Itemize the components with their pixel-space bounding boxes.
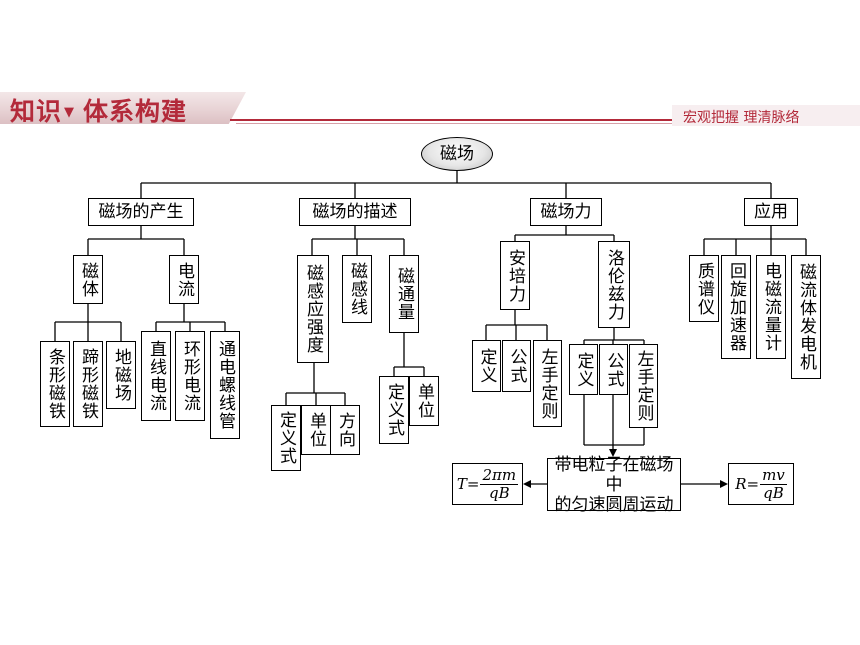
node-circular-motion-line2: 的匀速圆周运动: [554, 494, 674, 515]
node-flux-definition-label: 定义式: [384, 383, 404, 437]
node-lorentz-formula-label: 公式: [603, 351, 624, 388]
node-circular-motion-line1: 带电粒子在磁场中: [554, 454, 674, 495]
node-circular-motion: 带电粒子在磁场中 的匀速圆周运动: [547, 454, 681, 515]
node-lorentz-definition-label: 定义: [573, 351, 594, 388]
node-mass-spectrometer: 质谱仪: [689, 255, 719, 322]
header-rule: [230, 119, 860, 121]
node-current: 电流: [169, 255, 199, 304]
node-induction-definition: 定义式: [271, 405, 301, 471]
node-induction-unit-label: 单位: [306, 412, 326, 448]
node-induction: 磁感应强度: [297, 255, 329, 363]
period-fraction: 2πm qB: [480, 465, 519, 502]
node-generation-label: 磁场的产生: [98, 202, 184, 222]
node-force-label: 磁场力: [540, 202, 592, 222]
node-ampere-definition: 定义: [472, 340, 501, 392]
node-ring-current: 环形电流: [175, 331, 205, 421]
radius-numerator: mv: [760, 465, 787, 485]
node-earth-field-label: 地磁场: [111, 348, 131, 402]
node-field-lines-label: 磁感线: [347, 262, 367, 316]
node-period-formula: T= 2πm qB: [452, 463, 523, 505]
node-horseshoe-magnet-label: 蹄形磁铁: [78, 348, 98, 420]
node-ampere-left-hand-rule: 左手定则: [533, 340, 562, 427]
node-earth-field: 地磁场: [106, 341, 136, 409]
period-denominator: qB: [488, 483, 510, 502]
node-induction-direction-label: 方向: [335, 412, 355, 448]
triangle-icon: ▼: [64, 105, 76, 120]
subtitle-background: [672, 105, 860, 126]
node-mass-spectrometer-label: 质谱仪: [694, 261, 714, 316]
node-flux-label: 磁通量: [394, 267, 414, 321]
node-ampere-force-label: 安培力: [505, 248, 525, 303]
node-flowmeter-label: 电磁流量计: [761, 262, 781, 352]
root-node: 磁场: [421, 137, 493, 171]
node-induction-label: 磁感应强度: [303, 264, 323, 354]
node-induction-definition-label: 定义式: [276, 411, 296, 465]
radius-fraction: mv qB: [760, 465, 787, 502]
node-lorentz-formula: 公式: [599, 344, 628, 395]
node-flux-unit: 单位: [409, 376, 439, 426]
radius-denominator: qB: [763, 483, 784, 502]
node-ampere-definition-label: 定义: [476, 348, 497, 384]
root-label: 磁场: [440, 144, 474, 164]
node-straight-current: 直线电流: [141, 331, 171, 421]
node-lorentz-force-label: 洛伦兹力: [604, 248, 624, 321]
node-solenoid: 通电螺线管: [210, 331, 240, 439]
period-formula: T= 2πm qB: [456, 465, 519, 502]
node-description: 磁场的描述: [299, 198, 411, 226]
node-induction-unit: 单位: [301, 405, 331, 455]
node-ampere-left-hand-rule-label: 左手定则: [537, 347, 558, 420]
node-flowmeter: 电磁流量计: [756, 255, 786, 359]
node-ampere-force: 安培力: [500, 241, 530, 310]
node-magnet-label: 磁体: [78, 261, 98, 298]
node-flux: 磁通量: [389, 255, 419, 333]
node-description-label: 磁场的描述: [312, 202, 398, 222]
header-rule-thin: [236, 123, 860, 124]
node-ring-current-label: 环形电流: [180, 340, 200, 412]
node-mhd-generator-label: 磁流体发电机: [796, 263, 816, 371]
node-application-label: 应用: [754, 202, 788, 222]
radius-formula: R= mv qB: [735, 465, 787, 502]
node-lorentz-definition: 定义: [569, 344, 598, 395]
node-mhd-generator: 磁流体发电机: [791, 255, 821, 379]
period-numerator: 2πm: [480, 465, 519, 485]
node-ampere-formula: 公式: [502, 340, 531, 392]
node-bar-magnet: 条形磁铁: [40, 341, 70, 427]
section-header: 知识▼ 体系构建 宏观把握 理清脉络: [0, 92, 860, 128]
period-lhs: T=: [456, 475, 480, 493]
section-title: 知识▼ 体系构建: [10, 92, 187, 128]
node-generation: 磁场的产生: [88, 198, 194, 226]
node-lorentz-left-hand-rule-label: 左手定则: [633, 350, 654, 422]
node-cyclotron-label: 回旋加速器: [726, 262, 746, 352]
node-horseshoe-magnet: 蹄形磁铁: [73, 341, 103, 427]
node-bar-magnet-label: 条形磁铁: [45, 348, 65, 420]
title-right: 体系构建: [83, 97, 188, 126]
node-force: 磁场力: [530, 198, 602, 226]
title-left: 知识: [10, 97, 63, 126]
node-flux-definition: 定义式: [379, 376, 409, 444]
node-field-lines: 磁感线: [342, 255, 372, 323]
node-application: 应用: [744, 198, 798, 226]
node-magnet: 磁体: [73, 255, 103, 304]
node-flux-unit-label: 单位: [414, 383, 434, 419]
node-induction-direction: 方向: [330, 405, 360, 455]
node-radius-formula: R= mv qB: [728, 463, 794, 505]
node-cyclotron: 回旋加速器: [721, 255, 751, 359]
node-lorentz-left-hand-rule: 左手定则: [629, 344, 658, 428]
section-subtitle: 宏观把握 理清脉络: [683, 110, 800, 126]
node-straight-current-label: 直线电流: [146, 340, 166, 412]
radius-lhs: R=: [735, 475, 760, 493]
node-lorentz-force: 洛伦兹力: [598, 241, 630, 328]
node-current-label: 电流: [174, 261, 194, 298]
header-tab: [0, 92, 246, 124]
node-ampere-formula-label: 公式: [506, 348, 527, 384]
node-solenoid-label: 通电螺线管: [215, 340, 235, 430]
